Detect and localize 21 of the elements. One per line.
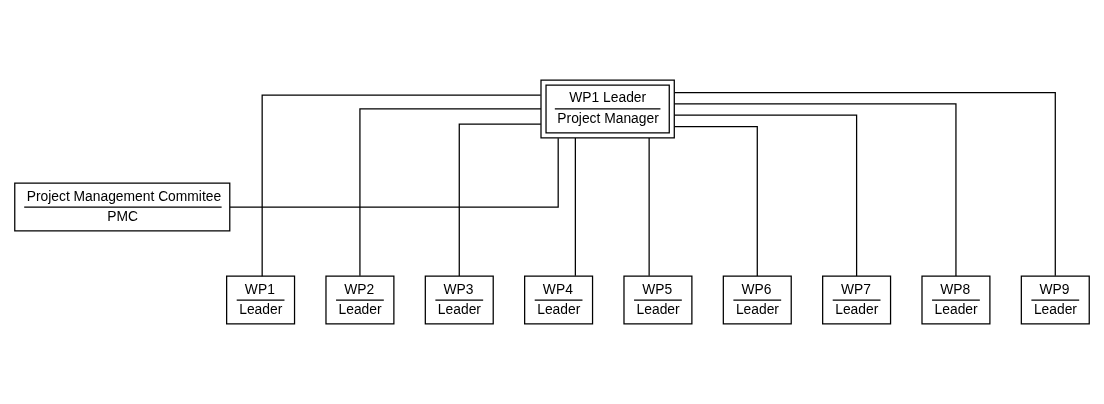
connector [674, 91, 1056, 277]
node-box: WP8 Leader [921, 275, 991, 325]
connector [673, 125, 758, 277]
node-box: WP9 Leader [1020, 275, 1090, 325]
node-box: WP1 Leader [226, 275, 296, 325]
connector [458, 123, 542, 277]
node-box: Project Management Commitee PMC [14, 182, 231, 232]
connector [261, 94, 542, 277]
connector [673, 103, 957, 277]
node-box: WP6 Leader [722, 275, 792, 325]
connector [359, 108, 542, 277]
node-box: WP2 Leader [325, 275, 395, 325]
node-box: WP5 Leader [623, 275, 693, 325]
node-box: WP1 Leader Project Manager [540, 79, 675, 139]
connector [229, 137, 559, 208]
connector [574, 137, 576, 277]
node-box: WP7 Leader [822, 275, 892, 325]
node-box: WP3 Leader [424, 275, 494, 325]
connector [673, 114, 858, 277]
node-box: WP4 Leader [524, 275, 594, 325]
connector [648, 137, 650, 277]
